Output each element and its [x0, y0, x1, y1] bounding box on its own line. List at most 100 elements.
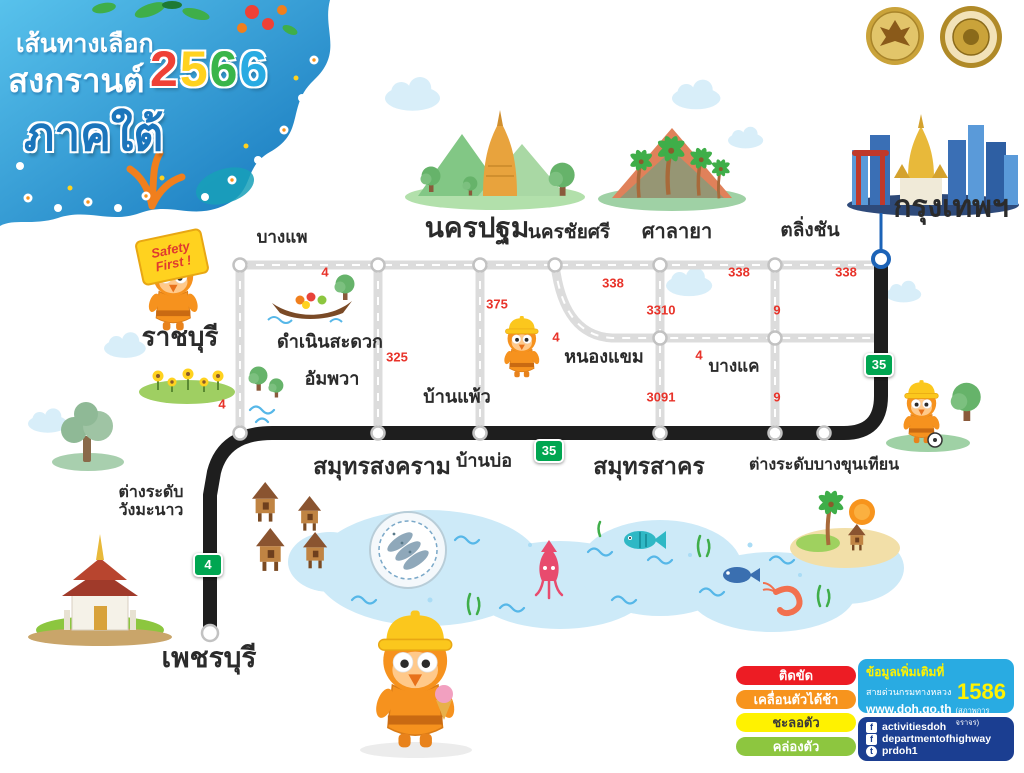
route-number-label: 3310 — [646, 302, 676, 318]
leaf-decoration — [92, 1, 210, 21]
header-subtitle: เส้นทางเลือก — [16, 30, 154, 58]
route-number-label: 9 — [773, 302, 781, 318]
mascot-with-ball — [886, 379, 981, 452]
tropical-fish-illustration — [624, 531, 666, 549]
city-label-samut-sakhon: สมุทรสาคร — [593, 453, 705, 479]
highway-shield-35: 35 — [864, 353, 894, 377]
interchange-label-wang-manao: ต่างระดับ วังมะนาว — [119, 484, 184, 520]
sea-illustration — [288, 487, 904, 632]
info-more-label: ข้อมูลเพิ่มเติมที่ — [866, 665, 945, 679]
social-label: prdoh1 — [882, 745, 918, 757]
city-label-taling-chan: ตลิ่งชัน — [780, 220, 840, 241]
interchange-label-line1: ต่างระดับ — [118, 484, 184, 502]
nakhon-pathom-illustration — [405, 110, 585, 210]
city-label-nakhon-pathom: นครปฐม — [424, 212, 530, 243]
flower-decoration — [237, 5, 298, 35]
social-label: activitiesdoh — [882, 721, 947, 733]
main-highway-road — [203, 252, 888, 640]
city-label-nakhon-chai-si: นครชัยศรี — [527, 222, 611, 243]
city-label-bang-khae: บางแค — [708, 356, 760, 376]
highway-shield-35: 35 — [534, 439, 564, 463]
route-number-label: 3091 — [646, 389, 676, 405]
tree-illustration-left — [52, 402, 124, 471]
route-number-label: 375 — [486, 296, 508, 312]
city-label-phetchaburi: เพชรบุรี — [161, 642, 257, 673]
social-label: departmentofhighway — [882, 733, 992, 745]
squid-illustration — [534, 540, 564, 600]
phetchaburi-temple-illustration — [28, 534, 172, 646]
seaweed-illustration — [466, 520, 831, 616]
island-illustration — [790, 487, 900, 568]
city-label-nong-khaem: หนองแขม — [564, 346, 644, 367]
sunflower-field-illustration — [139, 368, 235, 404]
city-label-ban-bo: บ้านบ่อ — [455, 450, 513, 471]
mascot-ban-phaeo — [502, 315, 542, 378]
legend-item-slowing: ชะลอตัว — [736, 713, 856, 732]
info-box: ข้อมูลเพิ่มเติมที่ สายด่วนกรมทางหลวง 158… — [858, 659, 1014, 727]
giant-swing-icon — [852, 150, 889, 205]
header-title-songkran: สงกรานต์ — [8, 62, 145, 99]
city-label-ban-phaeo: บ้านแพ้ว — [423, 386, 491, 407]
bubbles — [427, 542, 802, 603]
city-label-salaya: ศาลายา — [641, 221, 713, 243]
facebook-icon: f — [866, 733, 877, 745]
route-number-label: 4 — [695, 347, 703, 363]
bangkok-skyline-illustration — [847, 114, 1019, 216]
legend-item-flowing: คล่องตัว — [736, 736, 856, 756]
temple-icon — [894, 114, 948, 205]
salaya-mountain-illustration — [598, 128, 746, 211]
route-number-label: 338 — [835, 264, 857, 280]
header-year: 2566 — [150, 40, 269, 98]
route-number-label: 338 — [602, 275, 624, 291]
route-number-label: 4 — [552, 329, 560, 345]
hotline-number: 1586 — [957, 679, 1006, 704]
route-number-label: 338 — [728, 264, 750, 280]
social-item-activitiesdoh[interactable]: f activitiesdoh — [866, 721, 1006, 733]
traffic-legend: ติดขัด เคลื่อนตัวได้ช้า ชะลอตัว คล่องตัว — [736, 666, 856, 760]
social-item-departmentofhighway[interactable]: f departmentofhighway — [866, 733, 1006, 745]
facebook-icon: f — [866, 721, 877, 733]
route-number-label: 9 — [773, 389, 781, 405]
sea-waves — [350, 535, 796, 613]
fish-plate-illustration — [369, 511, 447, 589]
bangkok-node — [871, 249, 891, 269]
year-digit: 6 — [239, 41, 270, 97]
floating-market-boat-illustration — [267, 274, 355, 324]
year-digit: 6 — [209, 41, 240, 97]
blue-fish-illustration — [723, 567, 760, 583]
city-label-bangkok: กรุงเทพฯ — [893, 190, 1009, 224]
header-region: ภาคใต้ — [24, 108, 164, 160]
legend-item-congested: ติดขัด — [736, 666, 856, 685]
header-banner — [0, 0, 331, 226]
highway-shield-4: 4 — [193, 553, 223, 577]
garuda-seal-icon — [866, 7, 924, 65]
white-flower-dots — [16, 55, 319, 212]
doh-seal-icon — [940, 6, 1002, 68]
year-digit: 5 — [179, 41, 210, 97]
route-number-label: 4 — [321, 264, 329, 280]
legend-item-slow-moving: เคลื่อนตัวได้ช้า — [736, 689, 856, 709]
coral-decoration — [126, 149, 186, 210]
city-label-ratchaburi: ราชบุรี — [141, 321, 219, 352]
interchange-label-line2: วังมะนาว — [118, 502, 184, 519]
amphawa-illustration — [248, 366, 284, 424]
website-note: (สภาพการจราจร) — [955, 705, 990, 727]
website-link[interactable]: www.doh.go.th — [866, 701, 952, 716]
social-box: f activitiesdoh f departmentofhighway t … — [858, 717, 1014, 761]
mascot-main — [360, 609, 472, 758]
shrimp-illustration — [762, 582, 803, 617]
hotline-label: สายด่วนกรมทางหลวง — [866, 686, 952, 697]
city-label-damnoen-saduak: ดำเนินสะดวก — [277, 331, 383, 352]
city-label-bang-phae: บางแพ — [256, 227, 308, 247]
city-label-amphawa: อัมพวา — [304, 368, 360, 389]
social-item-prdoh1[interactable]: t prdoh1 — [866, 745, 1006, 757]
splash-decoration — [195, 167, 255, 205]
twitter-icon: t — [866, 745, 877, 757]
city-label-samut-songkhram: สมุทรสงคราม — [313, 453, 451, 479]
route-number-label: 4 — [218, 396, 226, 412]
route-number-label: 325 — [386, 349, 408, 365]
year-digit: 2 — [150, 41, 180, 97]
junction-nodes — [200, 257, 832, 643]
